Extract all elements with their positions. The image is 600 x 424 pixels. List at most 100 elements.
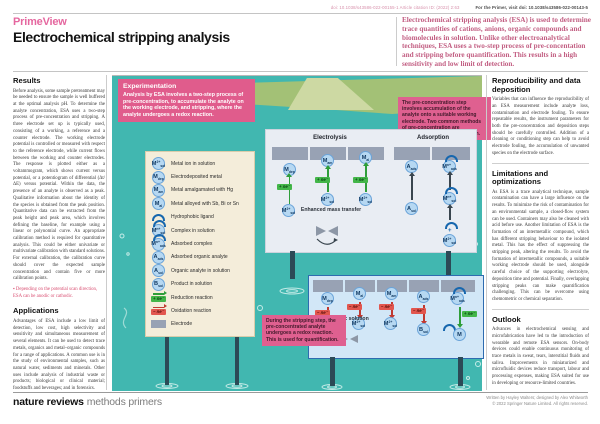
legend-label: Complex in solution xyxy=(171,227,215,234)
electrolysis-heading: Electrolysis xyxy=(313,135,347,141)
legend-label: Product in solution xyxy=(171,281,213,288)
oxidation-label: – ne⁻ xyxy=(411,308,426,315)
stir-arrow-icon xyxy=(316,238,338,245)
intro-summary: Electrochemical stripping analysis (ESA)… xyxy=(402,16,591,68)
primeview-logo: PrimeView xyxy=(13,16,67,28)
oxidation-label: – ne⁻ xyxy=(315,310,330,317)
legend-label: Adsorbed complex xyxy=(171,241,213,248)
hydrophobic-ligand-icon xyxy=(152,213,165,221)
oxidation-label: – ne⁻ xyxy=(347,304,362,311)
panel-leg xyxy=(290,251,295,279)
electrode xyxy=(394,147,430,160)
section-rule xyxy=(492,308,589,310)
legend-item: + ne⁻ Reduction reaction xyxy=(150,291,250,304)
adsorption-heading: Adsorption xyxy=(417,135,449,141)
page-title: Electrochemical stripping analysis xyxy=(13,29,230,45)
outlook-body: Advances in electrochemical sensing and … xyxy=(492,327,589,386)
electrode-icon xyxy=(151,320,166,329)
electrode xyxy=(272,147,308,160)
oxidation-arrow-icon: – ne⁻ xyxy=(151,305,167,316)
top-rule xyxy=(13,13,588,14)
reduction-arrow xyxy=(288,177,291,204)
ligand-icon xyxy=(443,324,456,331)
electrode xyxy=(409,280,439,292)
adsorption-arrow xyxy=(411,176,413,200)
board-leg xyxy=(165,337,169,385)
legend-label: Organic analyte in solution xyxy=(171,267,230,274)
reduction-label: + ne⁻ xyxy=(277,184,292,191)
legend-item: – ne⁻ Oxidation reaction xyxy=(150,304,250,317)
outlook-heading: Outlook xyxy=(492,314,521,324)
plus-sign: + xyxy=(448,228,452,234)
adsorption-arrow xyxy=(449,175,451,190)
legend-label: Electrode xyxy=(171,321,193,328)
electrode xyxy=(432,147,470,160)
brand-bold: nature reviews xyxy=(13,396,84,408)
section-rule xyxy=(492,162,589,164)
applications-heading: Applications xyxy=(13,306,59,316)
panel-leg xyxy=(446,251,451,279)
left-column: Results Before analysis, some sample pre… xyxy=(13,76,105,397)
repro-heading: Reproducibility and data deposition xyxy=(492,76,581,94)
credit-line: Written by Hayley Walters; designed by A… xyxy=(486,395,588,400)
right-column: Reproducibility and data deposition Vari… xyxy=(492,76,589,392)
legend-label: Adsorbed organic analyte xyxy=(171,254,228,261)
reduction-arrow xyxy=(459,307,461,324)
panel-leg xyxy=(330,357,335,386)
limitations-body: As ESA is a trace analytical technique, … xyxy=(492,189,589,302)
right-column-divider xyxy=(486,75,487,390)
panel-leg xyxy=(458,357,463,386)
credit-line: © 2022 Springer Nature Limited. All righ… xyxy=(492,400,588,406)
stripping-callout: During the stripping step, the pre-conce… xyxy=(262,315,346,346)
legend-label: Electrodeposited metal xyxy=(171,174,222,181)
legend-label: Hydrophobic ligand xyxy=(171,214,214,221)
credits: Written by Hayley Walters; designed by A… xyxy=(486,395,588,406)
legend-label: Metal amalgamated with Hg xyxy=(171,187,233,194)
left-column-divider xyxy=(106,75,107,390)
reduction-label: + ne⁻ xyxy=(315,177,330,184)
reduction-label: + ne⁻ xyxy=(462,311,477,318)
primer-doi-link[interactable]: For the Primer, visit doi: 10.1038/s4358… xyxy=(475,5,588,10)
complex-cap xyxy=(445,155,458,162)
electrode xyxy=(377,280,407,292)
electrode xyxy=(313,280,343,292)
header-bottom-rule xyxy=(13,71,588,72)
experimentation-heading: Experimentation xyxy=(123,83,177,90)
repro-body: Variables that can influence the reprodu… xyxy=(492,97,589,156)
complex-cap xyxy=(445,187,458,194)
results-body: Before analysis, some sample pretreatmen… xyxy=(13,88,105,282)
article-citation[interactable]: doi: 10.1038/s43586-022-00155-1 Article … xyxy=(330,5,460,10)
electrode xyxy=(310,147,346,160)
enhanced-mass-transfer-label: Enhanced mass transfer xyxy=(300,207,362,213)
